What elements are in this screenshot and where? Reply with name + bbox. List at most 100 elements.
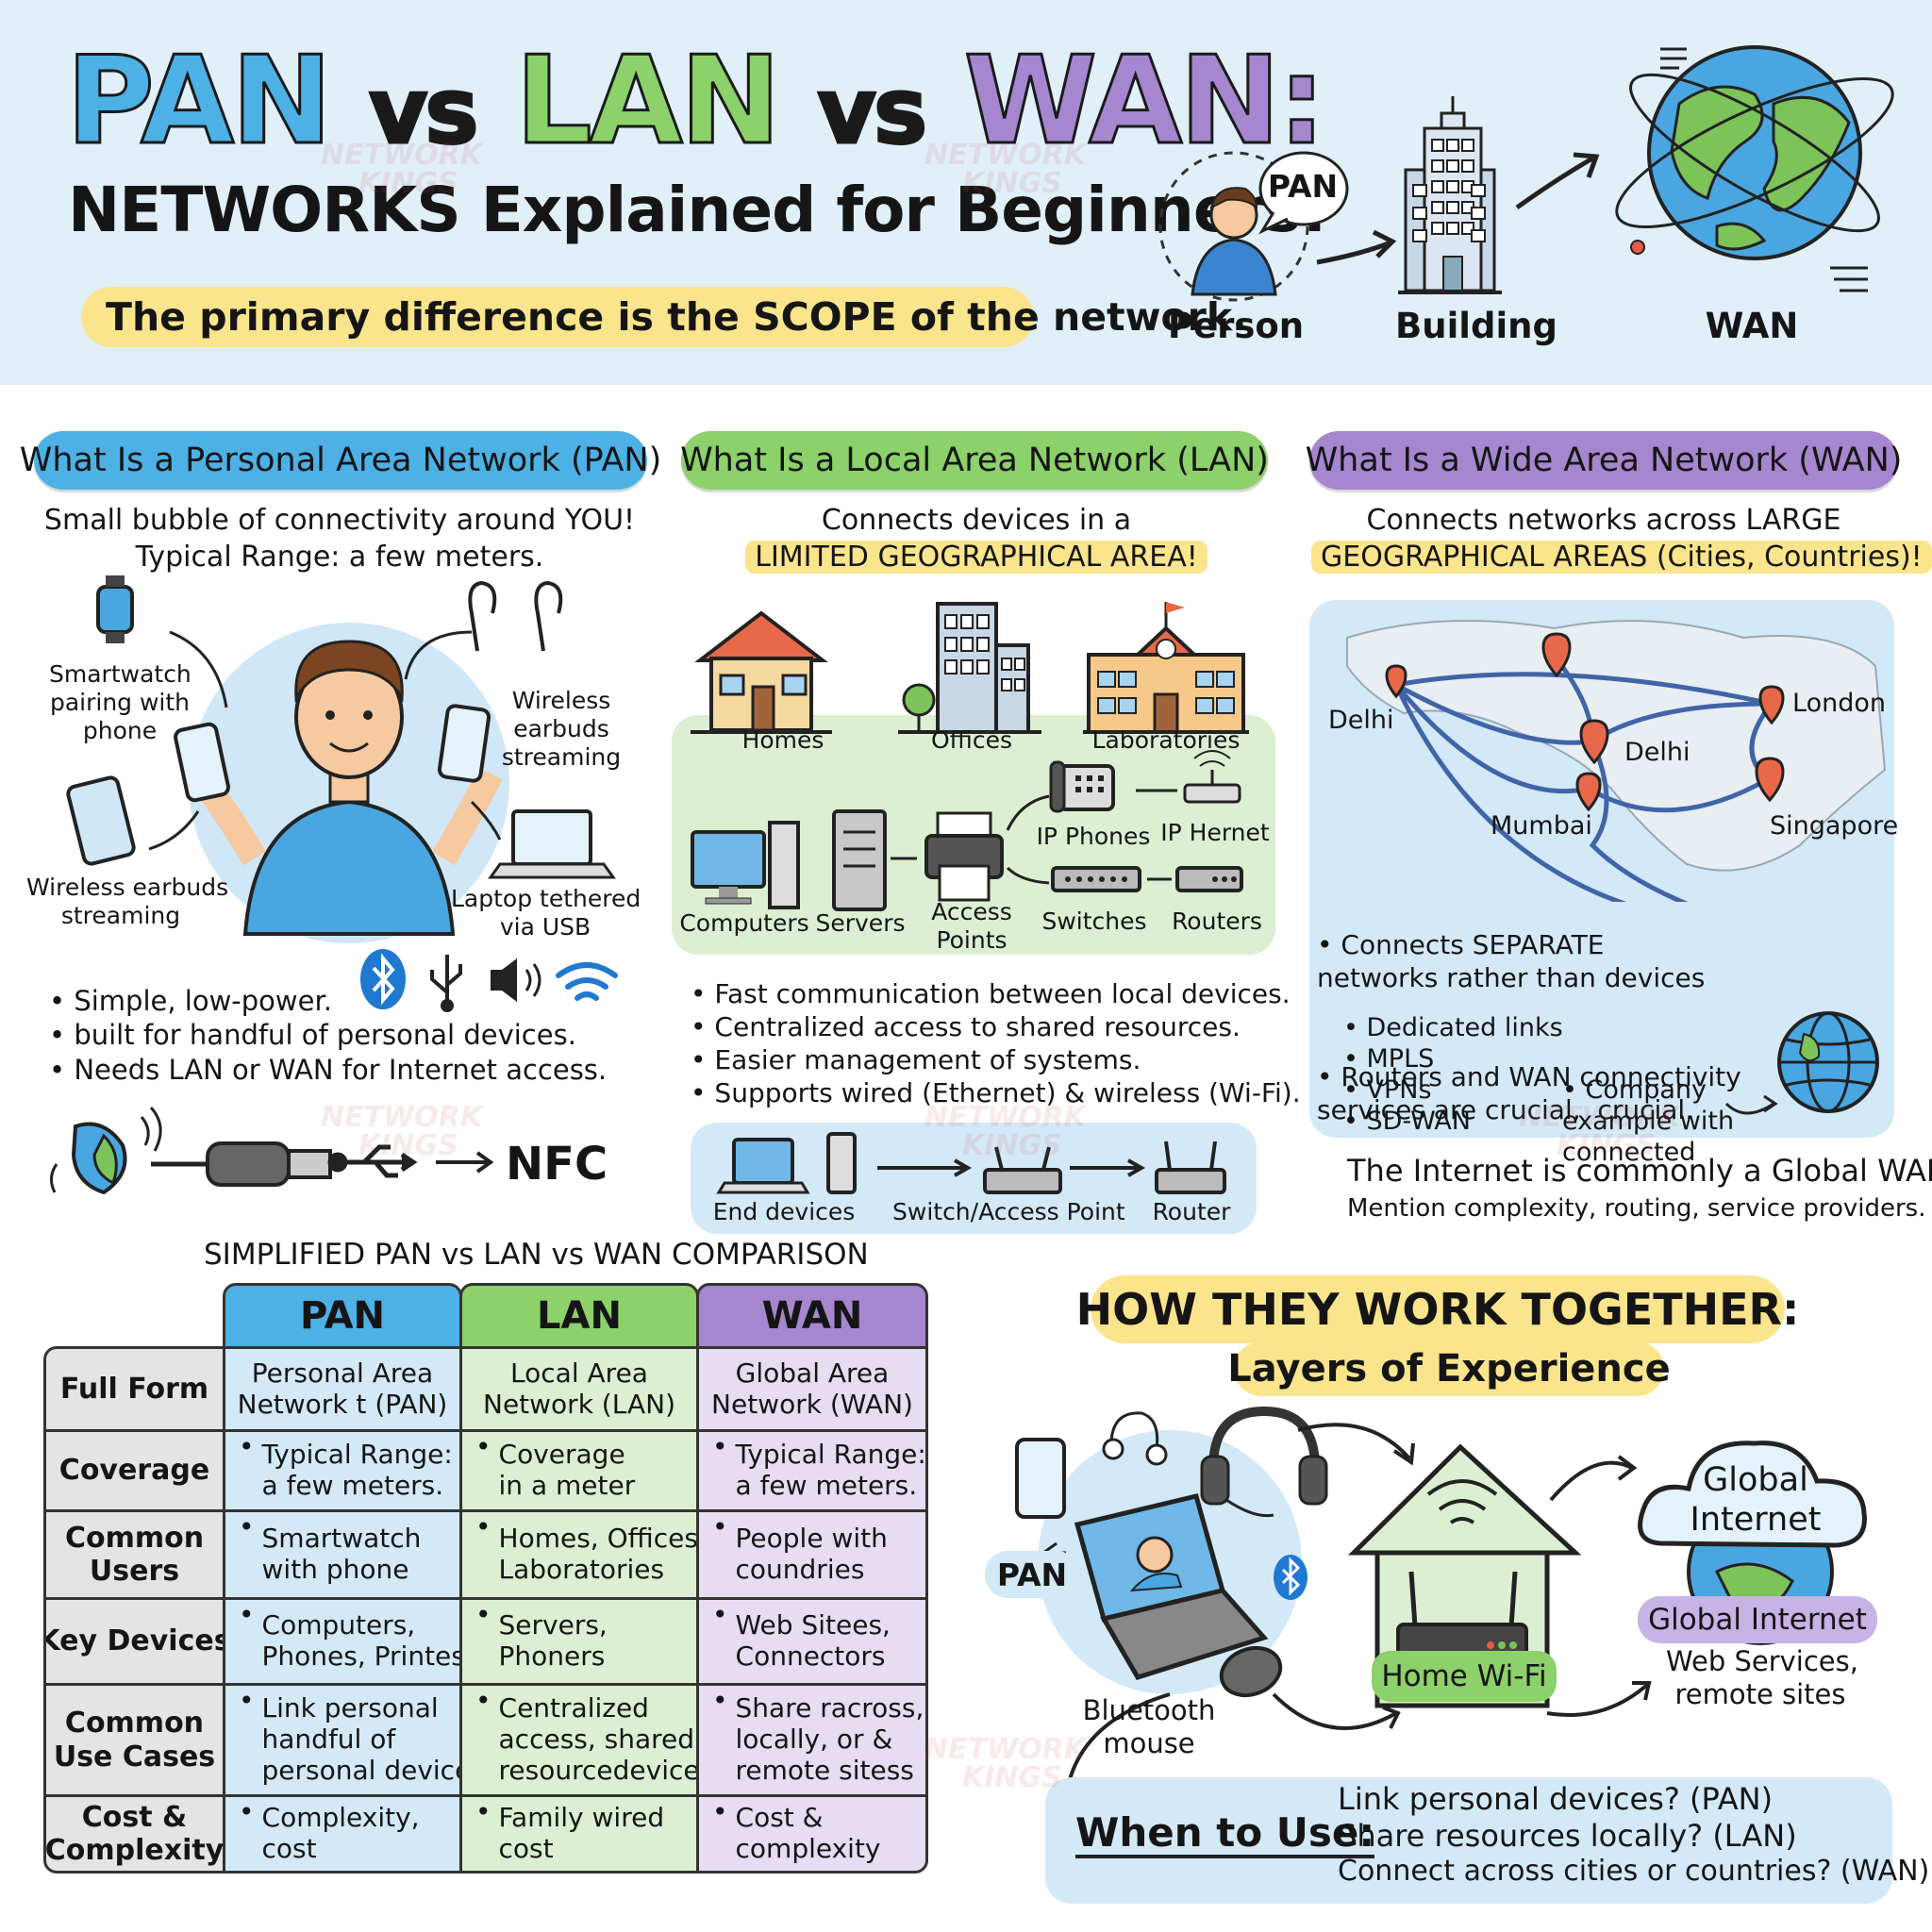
watermark-line-1: NETWORK <box>924 1101 1087 1134</box>
when-to-use-label: When to Use: <box>1075 1810 1375 1859</box>
pan-bullet-3: Needs LAN or WAN for Internet access. <box>49 1053 607 1087</box>
cell-wan-key-devices: Web Sitees, Connectors <box>696 1597 928 1686</box>
earphones-icon <box>1102 1411 1168 1466</box>
row-label-full-form: Full Form <box>43 1346 225 1432</box>
mouse-icon <box>1219 1645 1283 1698</box>
label-switches: Switches <box>1041 908 1147 935</box>
nfc-device-icon <box>50 1106 162 1195</box>
cell-lan-full-form: Local Area Network (LAN) <box>459 1346 699 1432</box>
col-header-lan: LAN <box>459 1283 699 1349</box>
usb-symbol-icon <box>327 1144 418 1178</box>
label-wan: WAN <box>1705 306 1799 346</box>
router-icon <box>1175 866 1243 892</box>
cell-wan-common-users: People with coundries <box>696 1509 928 1600</box>
wan-desc-line-2: GEOGRAPHICAL AREAS (Cities, Countries)! <box>1311 541 1932 574</box>
table-title: SIMPLIFIED PAN vs LAN vs WAN COMPARISON <box>204 1238 869 1272</box>
wan-note-2: Mention complexity, routing, service pro… <box>1347 1194 1926 1223</box>
ip-hernet-icon <box>1183 750 1241 804</box>
watermark-line-2: KINGS <box>962 1129 1062 1162</box>
pan-heading: What Is a Personal Area Network (PAN) <box>20 431 661 490</box>
page-title: PAN vs LAN vs WAN: <box>64 40 1326 164</box>
map-pins <box>1385 632 1785 812</box>
lan-bullet-4: Supports wired (Ethernet) & wireless (Wi… <box>691 1076 1300 1109</box>
wan-heading: What Is a Wide Area Network (WAN) <box>1306 431 1902 490</box>
city-label-london: London <box>1792 689 1886 718</box>
lan-illustration <box>691 602 1249 911</box>
col-header-pan: PAN <box>223 1283 462 1349</box>
person-icon <box>1191 187 1277 296</box>
when-to-use-lines: Link personal devices? (PAN) Share resou… <box>1338 1781 1929 1890</box>
label-laboratories: Laboratories <box>1091 726 1241 754</box>
laptop-icon-large <box>1074 1493 1269 1680</box>
arrow-to-earbuds <box>404 630 473 680</box>
together-subtitle: Layers of Experience <box>1227 1341 1671 1396</box>
pan-speech-bubble <box>1258 151 1349 235</box>
watermark-line-2: KINGS <box>1557 1129 1657 1162</box>
pan-desc-line-1: Small bubble of connectivity around YOU! <box>43 504 636 537</box>
globe-icon <box>1615 45 1894 260</box>
pan-range-circle <box>1158 151 1309 302</box>
cell-wan-coverage: Typical Range: a few meters. <box>696 1429 928 1512</box>
when-line-3: Connect across cities or countries? (WAN… <box>1338 1855 1930 1889</box>
flow-switch-icon <box>983 1146 1062 1194</box>
page-subtitle: NETWORKS Explained for Beginners! <box>68 174 1329 246</box>
ip-phone-icon <box>1049 760 1115 813</box>
arrow-home-global <box>1546 1683 1649 1717</box>
tablet-icon-small <box>1015 1438 1066 1519</box>
lan-heading: What Is a Local Area Network (LAN) <box>680 431 1269 490</box>
laboratory-icon <box>1083 602 1249 734</box>
cell-pan-key-devices: Computers, Phones, Printes <box>223 1597 462 1686</box>
label-building: Building <box>1395 306 1557 346</box>
label-access-points: Access Points <box>931 898 1012 954</box>
lan-desc-line-2: LIMITED GEOGRAPHICAL AREA! <box>745 541 1208 574</box>
smartwatch-icon <box>96 575 134 643</box>
arrow-to-laptop <box>470 800 502 841</box>
building-icon <box>1398 96 1502 294</box>
watermark-line-1: NETWORK <box>321 139 483 172</box>
title-wan: WAN: <box>962 31 1327 172</box>
headphones-icon <box>1200 1406 1328 1518</box>
pan-illustration <box>66 575 616 943</box>
city-label-singapore: Singapore <box>1770 811 1899 841</box>
phone-right-icon <box>437 704 491 783</box>
cell-lan-common-users: Homes, Offices, Laboratories <box>459 1509 699 1600</box>
pan-bubble-label: PAN <box>1267 168 1339 205</box>
label-earbuds: Wireless earbuds streaming <box>501 687 622 771</box>
wan-map <box>1346 620 1887 902</box>
globe-small-icon <box>1777 1011 1879 1113</box>
cell-pan-full-form: Personal Area Network t (PAN) <box>223 1346 462 1432</box>
home-icon <box>691 610 832 734</box>
watermark-line-2: KINGS <box>358 167 458 200</box>
watermark-line-1: NETWORK <box>1519 1101 1681 1134</box>
label-smartwatch: Smartwatch pairing with phone <box>49 660 192 744</box>
title-vs-2: vs <box>816 58 929 164</box>
flow-label-switch: Switch/Access Point <box>892 1198 1125 1225</box>
city-label-mumbai: Mumbai <box>1491 811 1592 841</box>
pan-bullet-2: built for handful of personal devices. <box>49 1018 607 1052</box>
lan-flow-illustration <box>716 1132 1226 1194</box>
label-homes: Homes <box>741 726 824 754</box>
watermark-line-2: KINGS <box>962 1761 1062 1794</box>
cell-wan-use-cases: Share racross, locally, or & remote site… <box>696 1683 928 1797</box>
global-internet-desc: Web Services, remote sites <box>1666 1645 1858 1710</box>
nfc-label: NFC <box>506 1138 608 1191</box>
lan-bullet-1: Fast communication between local devices… <box>691 977 1301 1010</box>
label-computers: Computers <box>679 909 809 937</box>
list-lines-icon <box>1660 47 1868 292</box>
title-vs-1: vs <box>367 58 480 164</box>
when-to-use-panel <box>1045 1777 1892 1904</box>
wan-bullet-1: Connects SEPARATE networks rather than d… <box>1317 928 1741 994</box>
together-illustration <box>1015 1406 1867 1806</box>
label-routers: Routers <box>1172 908 1262 935</box>
printer-icon <box>924 811 1004 902</box>
wan-link-1: Dedicated links <box>1343 1013 1563 1044</box>
when-line-1: Link personal devices? (PAN) <box>1338 1781 1774 1817</box>
switch-icon <box>1051 866 1141 892</box>
label-ip-hernet: IP Hernet <box>1160 819 1270 846</box>
wan-description: Connects networks across LARGE GEOGRAPHI… <box>1311 502 1932 575</box>
col-header-wan: WAN <box>696 1283 928 1349</box>
